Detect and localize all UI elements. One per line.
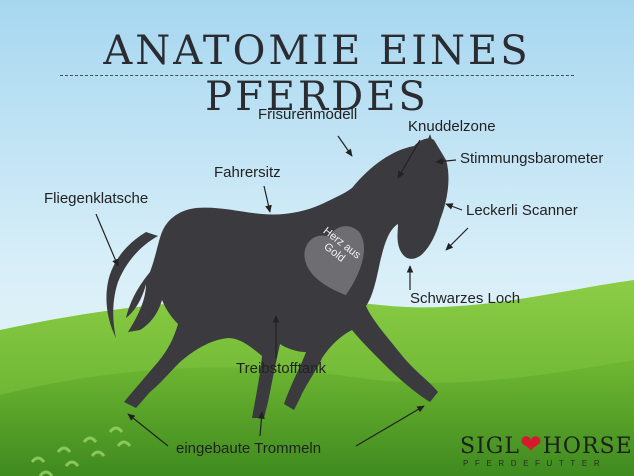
label-frisurenmodell: Frisurenmodell bbox=[258, 106, 357, 123]
brand-right: HORSE bbox=[543, 434, 633, 459]
title-underline bbox=[60, 75, 574, 76]
label-fliegenklatsche: Fliegenklatsche bbox=[44, 190, 148, 207]
label-treibstofftank: Treibstofftank bbox=[236, 360, 326, 377]
label-schwarzes-loch: Schwarzes Loch bbox=[410, 290, 520, 307]
label-knuddelzone: Knuddelzone bbox=[408, 118, 496, 135]
brand-left: SIGL bbox=[460, 434, 520, 459]
brand-heart-icon: ❤ bbox=[520, 430, 543, 460]
label-leckerli-scanner: Leckerli Scanner bbox=[466, 202, 578, 219]
label-fahrersitz: Fahrersitz bbox=[214, 164, 281, 181]
label-stimmungsbarometer: Stimmungsbarometer bbox=[460, 150, 603, 167]
brand-logo: SIGL❤HORSE bbox=[460, 430, 633, 460]
brand-subtitle: PFERDEFUTTER bbox=[463, 459, 606, 468]
label-eingebaute-trommeln: eingebaute Trommeln bbox=[176, 440, 321, 457]
